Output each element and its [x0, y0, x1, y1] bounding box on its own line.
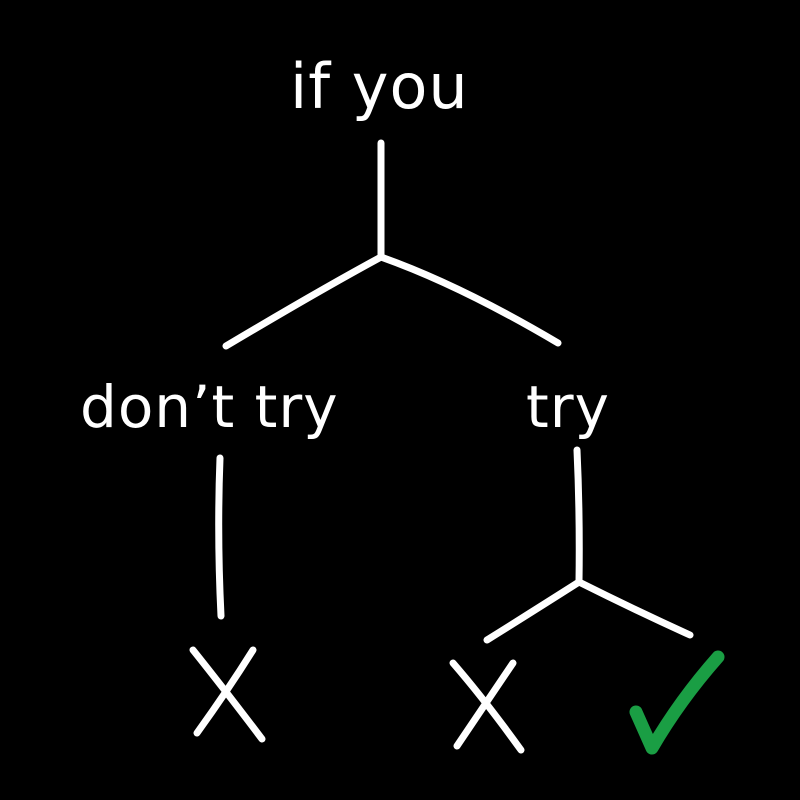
fail-x-icon-dont-try — [189, 646, 266, 743]
success-check-icon — [629, 650, 725, 755]
try-label: try — [526, 373, 610, 441]
root-right-branch-line — [377, 253, 562, 347]
dont-try-stem-line — [215, 454, 225, 620]
try-right-branch-line — [575, 578, 694, 639]
try-left-branch-line — [483, 578, 583, 644]
root-left-branch-line — [222, 253, 385, 350]
root-label: if you — [290, 50, 469, 123]
dont-try-label: don’t try — [80, 373, 339, 441]
fail-x-icon-try — [449, 659, 525, 754]
try-stem-line — [573, 446, 583, 586]
